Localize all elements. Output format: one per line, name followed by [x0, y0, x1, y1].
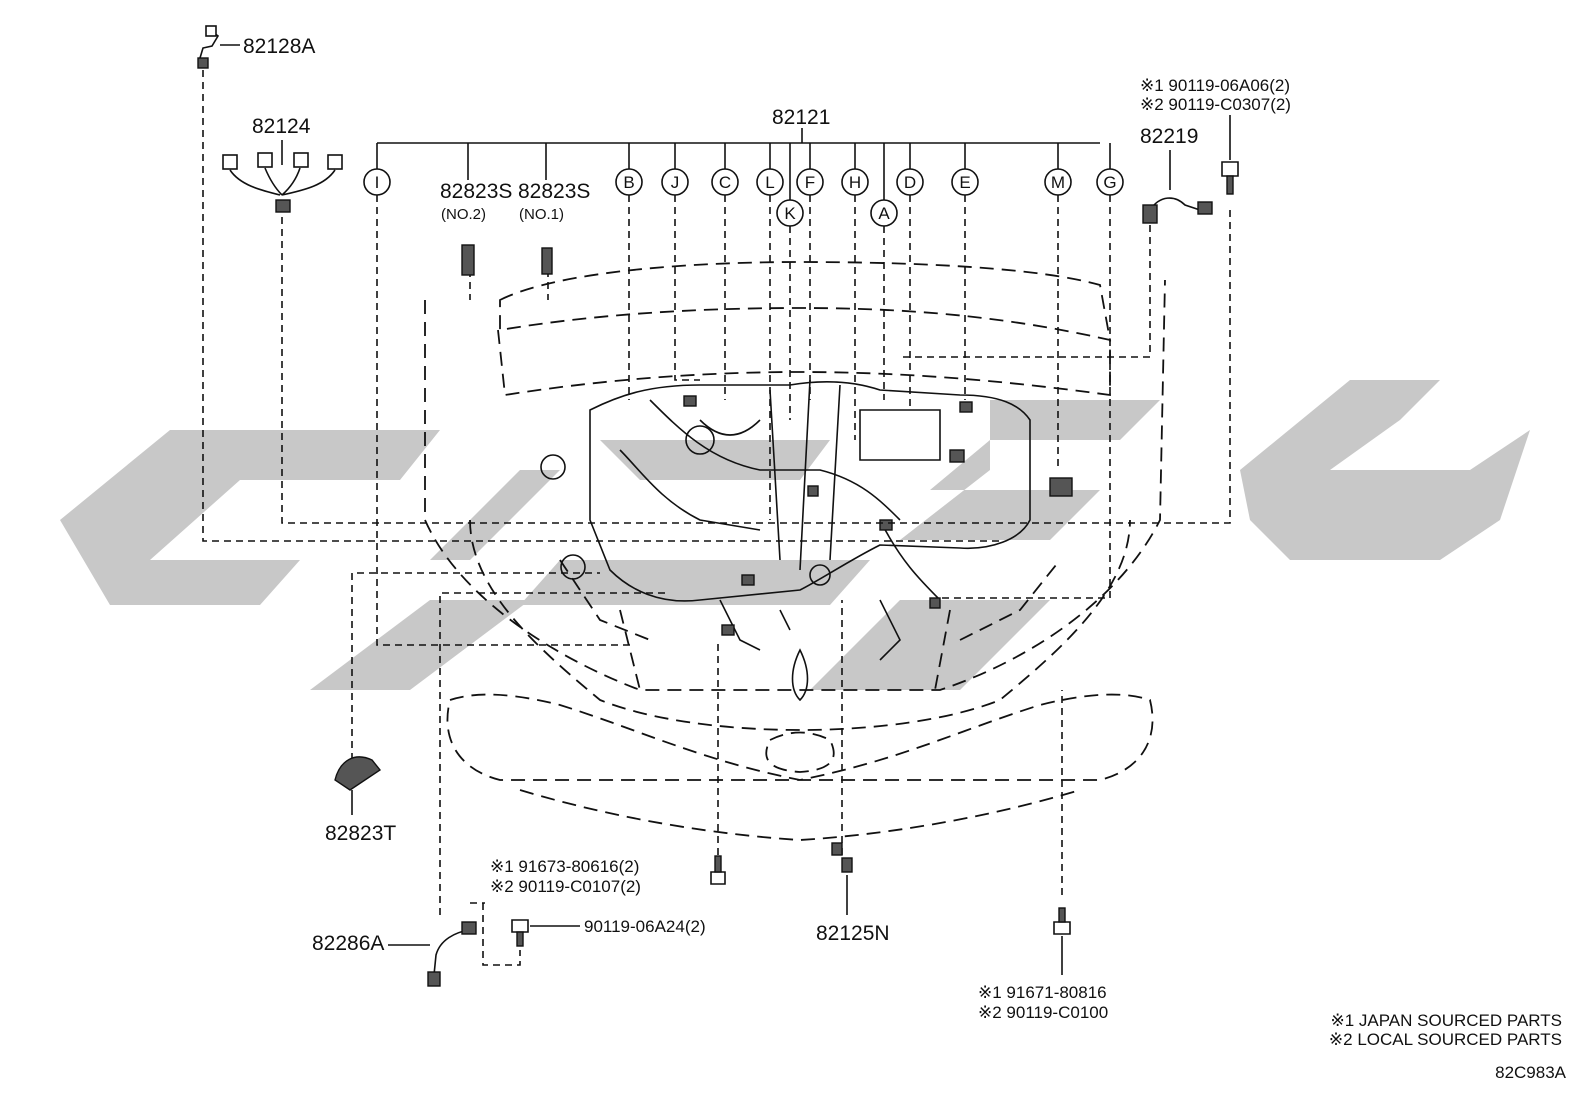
branch-letter-k: K — [784, 204, 796, 223]
part-82823s-no1[interactable]: 82823S (NO.1) — [518, 180, 590, 275]
branch-marker-m[interactable]: M — [1044, 168, 1072, 196]
engine-harness — [540, 379, 1073, 702]
part-82125n[interactable]: 82125N — [816, 842, 890, 945]
branch-letter-f: F — [805, 173, 815, 192]
branch-marker-j[interactable]: J — [661, 168, 689, 196]
branch-letter-a: A — [878, 204, 890, 223]
part-82286a[interactable]: 82286A — [312, 902, 485, 987]
branch-letter-e: E — [959, 173, 970, 192]
label-82128a: 82128A — [243, 35, 315, 58]
label-82823s-no1: 82823S — [518, 180, 590, 203]
branch-marker-i[interactable]: I — [363, 168, 391, 196]
fastener-top-right-line1: ※1 90119-06A06(2) — [1140, 76, 1290, 95]
branch-marker-k[interactable]: K — [776, 199, 804, 227]
branch-letter-b: B — [623, 173, 634, 192]
branch-marker-e[interactable]: E — [951, 168, 979, 196]
part-82124[interactable]: 82124 — [222, 115, 343, 213]
label-82121: 82121 — [772, 106, 830, 129]
fastener-mid-line2: ※2 90119-C0107(2) — [490, 877, 641, 896]
part-82219[interactable]: 82219 — [1140, 125, 1213, 224]
fastener-mid[interactable]: ※1 91673-80616(2) ※2 90119-C0107(2) — [490, 855, 726, 896]
part-82128a[interactable]: 82128A — [197, 25, 315, 69]
branch-marker-h[interactable]: H — [841, 168, 869, 196]
branch-letter-h: H — [849, 173, 861, 192]
label-82124: 82124 — [252, 115, 311, 138]
leader-lines — [202, 70, 1231, 966]
branch-letter-i: I — [375, 173, 380, 192]
part-82121[interactable]: 82121 — [772, 106, 830, 129]
branch-letter-j: J — [671, 173, 680, 192]
branch-letter-d: D — [904, 173, 916, 192]
label-82823s-no2: 82823S — [440, 180, 512, 203]
label-82125n: 82125N — [816, 922, 890, 945]
vehicle-outline — [424, 261, 1166, 841]
watermark — [60, 380, 1530, 690]
branch-marker-a[interactable]: A — [870, 199, 898, 227]
harness-bracket — [376, 128, 1111, 200]
label-82823s-no2-note: (NO.2) — [441, 206, 486, 223]
fastener-single-label: 90119-06A24(2) — [584, 917, 706, 936]
figure-code: 82C983A — [1495, 1063, 1567, 1082]
branch-letter-m: M — [1051, 173, 1065, 192]
branch-marker-d[interactable]: D — [896, 168, 924, 196]
branch-letter-l: L — [765, 173, 774, 192]
branch-marker-g[interactable]: G — [1096, 168, 1124, 196]
branch-marker-l[interactable]: L — [756, 168, 784, 196]
branch-marker-c[interactable]: C — [711, 168, 739, 196]
label-82823t: 82823T — [325, 822, 396, 845]
label-82286a: 82286A — [312, 932, 384, 955]
legend-line1: ※1 JAPAN SOURCED PARTS — [1330, 1011, 1562, 1030]
branch-letter-g: G — [1103, 173, 1116, 192]
part-82823s-no2[interactable]: 82823S (NO.2) — [440, 180, 512, 276]
legend: ※1 JAPAN SOURCED PARTS ※2 LOCAL SOURCED … — [1329, 1011, 1567, 1082]
fastener-bottom-right[interactable]: ※1 91671-80816 ※2 90119-C0100 — [978, 907, 1108, 1022]
fastener-bottom-right-line1: ※1 91671-80816 — [978, 983, 1107, 1002]
label-82823s-no1-note: (NO.1) — [519, 206, 564, 223]
fastener-mid-line1: ※1 91673-80616(2) — [490, 857, 639, 876]
fastener-top-right-line2: ※2 90119-C0307(2) — [1140, 95, 1291, 114]
branch-marker-b[interactable]: B — [615, 168, 643, 196]
part-82823t[interactable]: 82823T — [325, 756, 396, 845]
legend-line2: ※2 LOCAL SOURCED PARTS — [1329, 1030, 1562, 1049]
branch-marker-f[interactable]: F — [796, 168, 824, 196]
branch-letter-c: C — [719, 173, 731, 192]
label-82219: 82219 — [1140, 125, 1198, 148]
fastener-top-right[interactable]: ※1 90119-06A06(2) ※2 90119-C0307(2) — [1140, 76, 1291, 195]
fastener-bottom-right-line2: ※2 90119-C0100 — [978, 1003, 1108, 1022]
fastener-single[interactable]: 90119-06A24(2) — [511, 917, 706, 947]
